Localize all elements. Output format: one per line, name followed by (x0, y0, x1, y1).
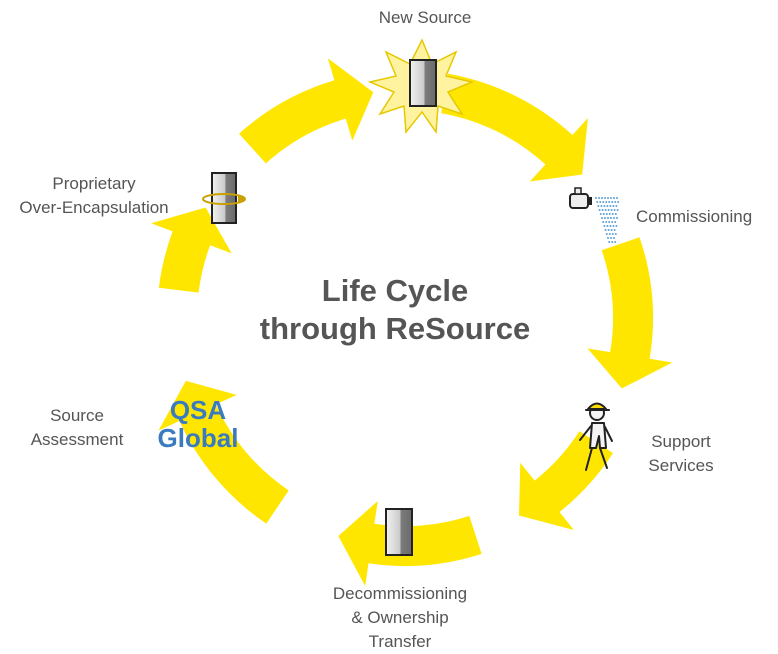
cycle-arrow-7 (239, 58, 374, 164)
label-decommissioning: Decommissioning & Ownership Transfer (310, 582, 490, 654)
starburst-source-icon (367, 38, 475, 135)
label-decom-line-3: Transfer (368, 632, 432, 651)
rotating-capsule-icon (202, 172, 246, 224)
title-line-2: through ReSource (259, 311, 531, 346)
cycle-arrow-6 (151, 207, 232, 293)
label-decom-line-2: & Ownership (351, 608, 449, 627)
camera-spray-icon (569, 187, 620, 243)
cycle-arrow-2 (587, 237, 673, 389)
cycle-arrow-1 (441, 73, 588, 182)
label-assessment-line-1: Source (50, 406, 104, 425)
label-assessment-line-2: Assessment (30, 430, 124, 449)
logo-line-2: Global (157, 423, 239, 453)
title-line-1: Life Cycle (321, 273, 469, 308)
label-decom-line-1: Decommissioning (332, 584, 468, 603)
label-commissioning-text: Commissioning (636, 207, 753, 226)
label-commissioning: Commissioning (636, 205, 752, 229)
label-new-source-text: New Source (378, 8, 472, 27)
label-support-services: Support Services (636, 430, 726, 478)
logo-line-1: QSA (169, 395, 227, 425)
label-encap-line-2: Over-Encapsulation (19, 198, 169, 217)
label-over-encapsulation: Proprietary Over-Encapsulation (4, 172, 184, 220)
cycle-arrow-5 (158, 380, 289, 524)
label-new-source: New Source (360, 6, 490, 30)
source-capsule-icon (385, 508, 413, 556)
diagram-title: Life Cycle through ReSource (230, 272, 560, 348)
label-support-line-2: Services (648, 456, 714, 475)
label-encap-line-1: Proprietary (52, 174, 136, 193)
label-source-assessment: Source Assessment (22, 404, 132, 452)
worker-icon (579, 402, 613, 471)
qsa-global-logo: QSA Global (148, 396, 248, 452)
label-support-line-1: Support (651, 432, 711, 451)
